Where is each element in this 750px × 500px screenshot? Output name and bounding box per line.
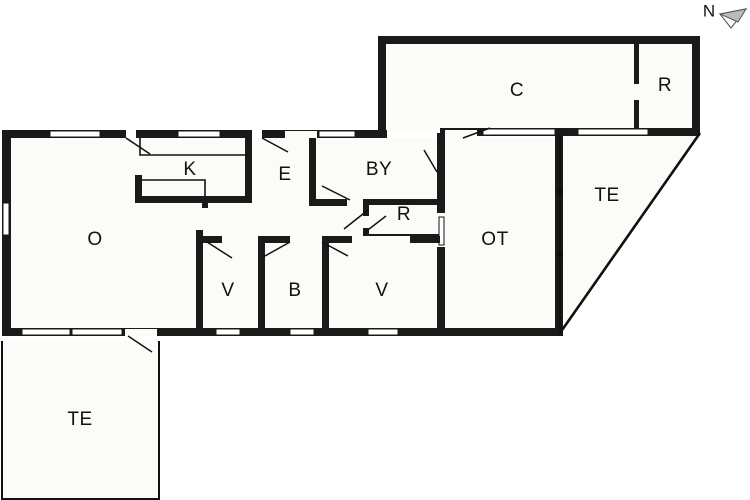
wall-by-r-top	[363, 199, 438, 205]
door-swings	[125, 127, 491, 353]
compass-group: N	[703, 1, 748, 29]
wall-v1-b	[258, 236, 265, 332]
fill-main-block	[10, 138, 560, 333]
door-swing-b-left	[264, 241, 291, 257]
terrace-marker-upper	[557, 188, 563, 195]
wall-c-r-lower	[634, 100, 639, 131]
opening-v1-door	[222, 236, 258, 243]
window-main-bottom-2	[71, 328, 123, 336]
fill-south-terrace	[2, 341, 159, 500]
floor-fills	[2, 43, 700, 500]
fill-upper-wing	[383, 43, 695, 131]
south-terrace-outline	[1, 341, 160, 500]
label-room-v-right: V	[375, 280, 388, 301]
terrace-diagonal	[558, 132, 702, 334]
wall-corridor-seg2	[258, 236, 290, 243]
wall-main-right	[555, 130, 563, 336]
label-room-ot: OT	[481, 229, 508, 250]
counter-post	[202, 196, 208, 208]
door-swing-v1	[206, 241, 233, 259]
opening-terrace-door	[125, 329, 157, 336]
window-ot-left	[438, 216, 445, 246]
label-room-r-lower: R	[397, 204, 411, 225]
window-main-bottom-3	[215, 328, 241, 336]
wall-upper-bottom	[440, 128, 700, 136]
door-swing-k	[125, 137, 151, 155]
door-swing-terrace	[127, 335, 153, 353]
wall-corridor-seg1	[196, 236, 222, 243]
wall-b-v2	[322, 236, 329, 332]
label-room-r-upper: R	[658, 75, 672, 96]
label-room-c: C	[510, 80, 524, 101]
wall-k-left-stub	[135, 175, 142, 203]
label-room-by: BY	[366, 159, 392, 180]
wall-upper-left	[378, 36, 386, 136]
window-main-top-3	[318, 130, 356, 138]
east-terrace-outline	[557, 132, 702, 334]
label-room-v-left: V	[221, 280, 234, 301]
window-main-bottom-1	[21, 328, 71, 336]
wall-v1-left	[196, 236, 203, 332]
window-main-top-1	[49, 130, 101, 138]
counter-line-upper	[139, 138, 248, 156]
wall-e-right	[309, 138, 316, 206]
wall-k-bottom	[135, 196, 247, 203]
wall-corridor-seg4	[410, 236, 440, 243]
window-main-bottom-4	[289, 328, 315, 336]
label-terrace-south: TE	[67, 409, 92, 430]
window-main-bottom-5	[367, 328, 399, 336]
opening-by-door	[347, 199, 363, 206]
wall-c-r-upper	[634, 44, 639, 84]
opening-v2-door	[352, 236, 410, 243]
window-main-left	[2, 202, 10, 236]
compass-needle-dark	[718, 8, 748, 23]
wall-k-right	[245, 138, 252, 203]
window-upper-bottom-2	[577, 128, 649, 136]
label-terrace-east: TE	[594, 185, 619, 206]
opening-k-top	[126, 130, 136, 138]
door-swing-ot-top	[462, 127, 491, 139]
window-upper-bottom-1	[482, 128, 556, 136]
wall-upper-top	[378, 36, 700, 44]
wall-r-left-upper	[363, 199, 369, 216]
wall-ot-left-lower	[437, 247, 445, 336]
wall-ot-left-upper	[437, 133, 445, 173]
room-labels: C R TE OT BY R E K O V B V TE	[67, 75, 672, 430]
door-swing-r	[343, 209, 369, 230]
opening-e-door	[285, 131, 317, 138]
wall-main-bottom	[2, 328, 562, 336]
wall-v1-stub	[196, 230, 203, 242]
opening-ot-top-door	[445, 130, 477, 138]
door-swing-ot-inner	[423, 149, 438, 173]
wall-corridor-seg3	[322, 236, 352, 243]
terrace-marker-lower	[557, 250, 563, 257]
compass-label: N	[703, 1, 715, 20]
label-room-o: O	[87, 229, 102, 250]
counter-line-lower	[142, 179, 206, 198]
opening-e-top	[252, 130, 262, 138]
windows	[2, 128, 649, 336]
label-room-k: K	[183, 159, 196, 180]
wall-e-bottom	[309, 199, 347, 206]
door-swing-e	[261, 137, 289, 153]
door-swing-b-right	[321, 241, 349, 257]
opening-b-door	[290, 236, 322, 243]
label-room-b: B	[288, 280, 301, 301]
window-main-top-2	[177, 130, 221, 138]
door-swing-by	[321, 185, 351, 201]
wall-ot-left-mid	[437, 173, 445, 213]
label-room-e: E	[278, 164, 291, 185]
wall-upper-right	[692, 36, 700, 136]
door-swing-v2	[363, 215, 387, 234]
